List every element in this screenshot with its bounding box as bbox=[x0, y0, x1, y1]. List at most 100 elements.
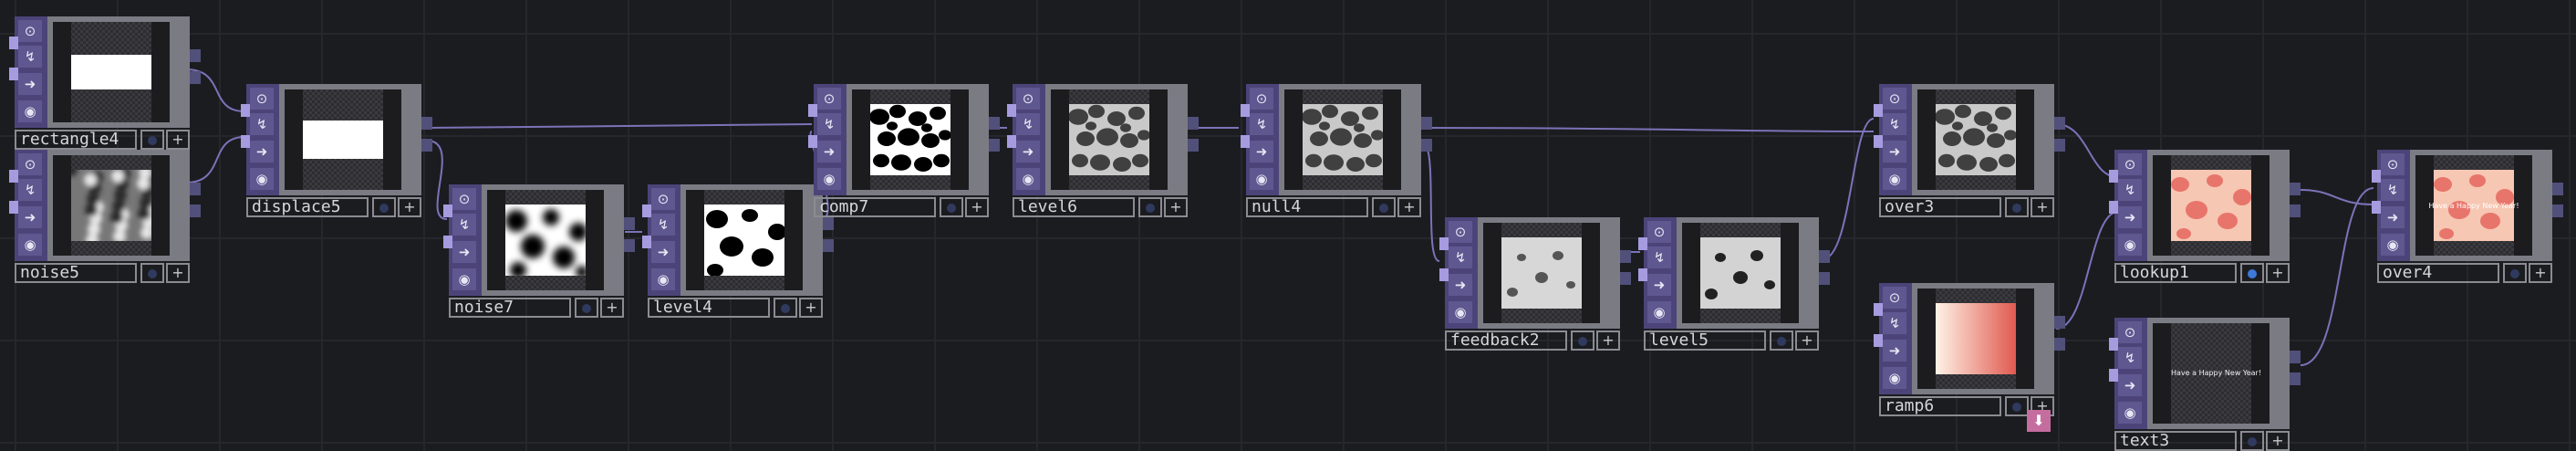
operator-viewer[interactable]: Have a Happy New Year! bbox=[2415, 155, 2532, 256]
cooking-flag-icon[interactable]: ↯ bbox=[1016, 113, 1040, 135]
operator-body[interactable]: ⊙ ↯ ➜ ◉ Have a Happy New Year! bbox=[2109, 318, 2301, 429]
bypass-arrow-icon[interactable]: ➜ bbox=[2118, 206, 2142, 228]
operator-body[interactable]: ⊙ ↯ ➜ ◉ Have a Happy New Year! bbox=[2372, 150, 2563, 261]
expand-plus-icon[interactable]: + bbox=[1397, 197, 1421, 217]
operator-name[interactable]: rectangle4 bbox=[15, 130, 137, 150]
display-flag-button[interactable] bbox=[2005, 197, 2029, 217]
operator-viewer[interactable] bbox=[1051, 89, 1168, 190]
display-flag-button[interactable] bbox=[2005, 396, 2029, 416]
lock-icon[interactable]: ◉ bbox=[452, 268, 476, 290]
operator-body[interactable]: ⊙ ↯ ➜ ◉ bbox=[443, 184, 635, 296]
viewer-toggle-icon[interactable]: ⊙ bbox=[1883, 88, 1906, 110]
output-port[interactable] bbox=[2552, 205, 2563, 217]
lock-icon[interactable]: ◉ bbox=[18, 100, 42, 122]
output-port[interactable] bbox=[1188, 139, 1199, 152]
lock-icon[interactable]: ◉ bbox=[1449, 301, 1472, 323]
operator-name[interactable]: feedback2 bbox=[1445, 330, 1567, 351]
cooking-flag-icon[interactable]: ↯ bbox=[2118, 179, 2142, 201]
operator-viewer[interactable] bbox=[852, 89, 969, 190]
output-port[interactable] bbox=[190, 71, 201, 84]
bypass-arrow-icon[interactable]: ➜ bbox=[817, 141, 841, 163]
input-port[interactable] bbox=[1638, 268, 1647, 281]
operator-body[interactable]: ⊙ ↯ ➜ ◉ bbox=[642, 184, 834, 296]
input-port[interactable] bbox=[2372, 201, 2381, 214]
bypass-arrow-icon[interactable]: ➜ bbox=[1883, 141, 1906, 163]
output-port[interactable] bbox=[1421, 117, 1432, 130]
cooking-flag-icon[interactable]: ↯ bbox=[250, 113, 274, 135]
viewer-toggle-icon[interactable]: ⊙ bbox=[2118, 321, 2142, 343]
input-port[interactable] bbox=[1874, 303, 1883, 316]
viewer-toggle-icon[interactable]: ⊙ bbox=[18, 20, 42, 42]
pulse-arrow-icon[interactable]: ⬇ bbox=[2027, 410, 2051, 432]
input-port[interactable] bbox=[2109, 170, 2118, 183]
display-flag-button[interactable] bbox=[1770, 330, 1793, 351]
output-port[interactable] bbox=[2290, 183, 2301, 195]
operator-viewer[interactable] bbox=[1284, 89, 1401, 190]
input-port[interactable] bbox=[2109, 338, 2118, 351]
operator-name[interactable]: level4 bbox=[648, 298, 770, 318]
lock-icon[interactable]: ◉ bbox=[817, 168, 841, 190]
bypass-arrow-icon[interactable]: ➜ bbox=[1250, 141, 1273, 163]
cooking-flag-icon[interactable]: ↯ bbox=[1250, 113, 1273, 135]
lock-icon[interactable]: ◉ bbox=[1883, 168, 1906, 190]
display-flag-button[interactable] bbox=[140, 263, 164, 283]
operator-body[interactable]: ⊙ ↯ ➜ ◉ bbox=[1874, 283, 2065, 394]
operator-feedback2[interactable]: ⊙ ↯ ➜ ◉ feedback2 + bbox=[1439, 217, 1631, 351]
operator-name[interactable]: level6 bbox=[1013, 197, 1135, 217]
display-flag-button[interactable] bbox=[1372, 197, 1396, 217]
operator-body[interactable]: ⊙ ↯ ➜ ◉ bbox=[1241, 84, 1432, 195]
expand-plus-icon[interactable]: + bbox=[2031, 197, 2054, 217]
cooking-flag-icon[interactable]: ↯ bbox=[1883, 113, 1906, 135]
lock-icon[interactable]: ◉ bbox=[1883, 367, 1906, 389]
input-port[interactable] bbox=[443, 236, 452, 248]
display-flag-button[interactable] bbox=[774, 298, 797, 318]
input-port[interactable] bbox=[1241, 104, 1250, 117]
operator-viewer[interactable] bbox=[686, 190, 803, 290]
cooking-flag-icon[interactable]: ↯ bbox=[1883, 312, 1906, 334]
input-port[interactable] bbox=[241, 135, 250, 148]
input-port[interactable] bbox=[1439, 268, 1449, 281]
input-port[interactable] bbox=[443, 205, 452, 217]
input-port[interactable] bbox=[2109, 201, 2118, 214]
operator-comp7[interactable]: ⊙ ↯ ➜ ◉ comp7 + bbox=[808, 84, 1000, 217]
output-port[interactable] bbox=[1819, 272, 1830, 285]
output-port[interactable] bbox=[1421, 139, 1432, 152]
display-flag-button[interactable] bbox=[1138, 197, 1162, 217]
operator-rectangle4[interactable]: ⊙ ↯ ➜ ◉ rectangle4 + bbox=[9, 16, 201, 150]
input-port[interactable] bbox=[1007, 104, 1016, 117]
lock-icon[interactable]: ◉ bbox=[1647, 301, 1671, 323]
operator-viewer[interactable] bbox=[1483, 223, 1600, 323]
output-port[interactable] bbox=[1620, 272, 1631, 285]
bypass-arrow-icon[interactable]: ➜ bbox=[18, 206, 42, 228]
operator-name[interactable]: ramp6 bbox=[1879, 396, 2001, 416]
output-port[interactable] bbox=[823, 217, 834, 230]
viewer-toggle-icon[interactable]: ⊙ bbox=[1016, 88, 1040, 110]
input-port[interactable] bbox=[241, 104, 250, 117]
expand-plus-icon[interactable]: + bbox=[799, 298, 823, 318]
operator-viewer[interactable]: Have a Happy New Year! bbox=[2153, 323, 2270, 424]
operator-body[interactable]: ⊙ ↯ ➜ ◉ bbox=[1439, 217, 1631, 329]
cooking-flag-icon[interactable]: ↯ bbox=[18, 179, 42, 201]
operator-body[interactable]: ⊙ ↯ ➜ ◉ bbox=[808, 84, 1000, 195]
operator-name[interactable]: level5 bbox=[1644, 330, 1766, 351]
expand-plus-icon[interactable]: + bbox=[2529, 263, 2552, 283]
viewer-toggle-icon[interactable]: ⊙ bbox=[1449, 221, 1472, 243]
display-flag-button[interactable] bbox=[140, 130, 164, 150]
viewer-toggle-icon[interactable]: ⊙ bbox=[1250, 88, 1273, 110]
operator-viewer[interactable] bbox=[53, 155, 170, 256]
output-port[interactable] bbox=[823, 239, 834, 252]
output-port[interactable] bbox=[2290, 205, 2301, 217]
operator-name[interactable]: lookup1 bbox=[2114, 263, 2237, 283]
lock-icon[interactable]: ◉ bbox=[2381, 234, 2405, 256]
display-flag-button[interactable] bbox=[372, 197, 396, 217]
lock-icon[interactable]: ◉ bbox=[1016, 168, 1040, 190]
operator-level6[interactable]: ⊙ ↯ ➜ ◉ level6 + bbox=[1007, 84, 1199, 217]
output-port[interactable] bbox=[2552, 183, 2563, 195]
expand-plus-icon[interactable]: + bbox=[398, 197, 421, 217]
output-port[interactable] bbox=[190, 49, 201, 62]
operator-body[interactable]: ⊙ ↯ ➜ ◉ bbox=[9, 16, 201, 128]
operator-name[interactable]: null4 bbox=[1246, 197, 1368, 217]
output-port[interactable] bbox=[2290, 351, 2301, 363]
operator-name[interactable]: over4 bbox=[2377, 263, 2499, 283]
operator-lookup1[interactable]: ⊙ ↯ ➜ ◉ lookup1 + bbox=[2109, 150, 2301, 283]
